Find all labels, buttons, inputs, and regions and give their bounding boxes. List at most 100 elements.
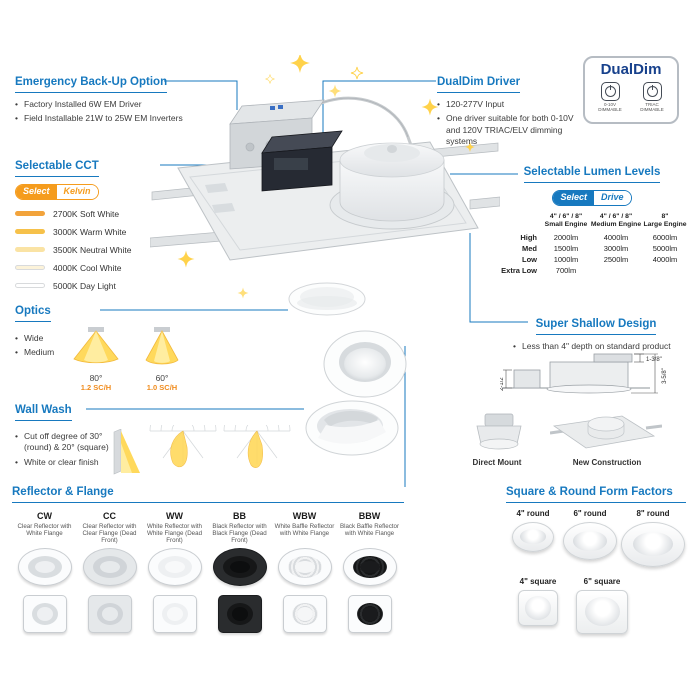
reflector-code: WW <box>166 510 183 521</box>
cct-item: 3500K Neutral White <box>15 245 195 255</box>
reflector-code: WBW <box>292 510 317 521</box>
row-label: Extra Low <box>501 265 537 275</box>
cct-label: 4000K Cool White <box>53 262 122 273</box>
photometric-plot-round <box>149 424 217 467</box>
dualdim-bullets: 120-277V Input One driver suitable for b… <box>437 99 585 148</box>
wall-wash-wedge-icon <box>113 428 140 475</box>
reflector-code: CW <box>37 510 52 521</box>
column-header: 4" / 6" / 8"Small Engine <box>544 212 588 229</box>
reflector-desc: Black Baffle Reflector with White Flange <box>339 522 400 537</box>
dualdim-logo: DualDim 0-10V DIMMABLE TRIAC DIMMABLE <box>583 56 679 124</box>
reflector-option-bbw: BBW Black Baffle Reflector with White Fl… <box>337 507 402 633</box>
round-reflector-image <box>82 547 137 586</box>
cct-swatch <box>15 283 45 289</box>
lumen-value: 5000lm <box>652 243 678 253</box>
section-title-dualdim-driver: DualDim Driver <box>437 76 521 93</box>
bullet-item: One driver suitable for both 0-10V and 1… <box>437 113 585 147</box>
form-factor-8-round: 8" round <box>620 509 686 567</box>
section-title-cct: Selectable CCT <box>15 160 99 177</box>
photometric-plot-square <box>223 424 291 468</box>
form-factor-4-square: 4" square <box>506 577 570 626</box>
cct-item: 2700K Soft White <box>15 209 195 219</box>
bullet-item: 120-277V Input <box>437 99 585 111</box>
reflector-option-cw: CW Clear Reflector with White Flange <box>12 507 77 633</box>
column-header: 4" / 6" / 8"Medium Engine <box>590 212 642 229</box>
square-reflector-image <box>87 594 132 633</box>
section-title-lumen: Selectable Lumen Levels <box>523 166 661 183</box>
reflector-desc: White Reflector with White Flange (Dead … <box>146 522 203 545</box>
flat-lens-trim <box>288 282 366 316</box>
direct-mount-label: Direct Mount <box>472 458 522 467</box>
light-engine-can <box>329 142 455 230</box>
bullet-item: Wide <box>15 333 63 345</box>
lumen-value: 6000lm <box>652 232 678 242</box>
optics-bullets: Wide Medium <box>15 333 63 392</box>
round-reflector-image <box>17 547 72 586</box>
dial-sublabel: DIMMABLE <box>640 107 664 113</box>
beam-medium: 60° 1.0 SC/H <box>129 326 195 392</box>
dim-housing-height: 2-1/2" <box>500 375 505 391</box>
badge-drive: Drive <box>594 190 631 205</box>
select-drive-badge: Select Drive <box>552 189 632 206</box>
dim-total-height: 3-5/8" <box>662 368 668 384</box>
cct-label: 3000K Warm White <box>53 226 127 237</box>
reflector-code: BBW <box>358 510 381 521</box>
square-reflector-image <box>282 594 327 633</box>
section-shallow: Super Shallow Design Less than 4" depth … <box>505 314 687 355</box>
beam-60-icon <box>145 326 179 364</box>
reflector-desc: Clear Reflector with White Flange <box>17 522 72 537</box>
lumen-value: 2500lm <box>603 254 629 264</box>
form-factor-4-round: 4" round <box>506 509 560 552</box>
form-factor-6-round: 6" round <box>560 509 620 560</box>
section-dualdim-driver: DualDim Driver 120-277V Input One driver… <box>437 72 585 151</box>
beam-spacing: 1.2 SC/H <box>80 382 112 392</box>
lumen-value: 4000lm <box>652 254 678 264</box>
lumen-value: 700lm <box>555 265 577 275</box>
row-label: High <box>520 232 537 242</box>
cct-swatch <box>15 247 45 253</box>
lumen-value: 3000lm <box>603 243 629 253</box>
section-title-reflector: Reflector & Flange <box>12 486 404 503</box>
dial-0-10v: 0-10V DIMMABLE <box>594 81 626 114</box>
dimmer-dials: 0-10V DIMMABLE TRIAC DIMMABLE <box>585 81 677 114</box>
cct-label: 2700K Soft White <box>53 208 120 219</box>
lumen-value: 4000lm <box>603 232 629 242</box>
bullet-item: White or clear finish <box>15 457 111 469</box>
lumen-value <box>642 264 688 275</box>
beam-angle: 60° <box>155 372 169 383</box>
round-trim-image <box>621 521 685 567</box>
dimmer-dial-icon <box>642 81 662 101</box>
cct-item: 5000K Day Light <box>15 281 195 291</box>
reflector-option-bb: BB Black Reflector with Black Flange (De… <box>207 507 272 633</box>
reflector-desc: Black Reflector with Black Flange (Dead … <box>212 522 267 545</box>
driver-box <box>261 130 343 192</box>
new-construction-illustration <box>550 415 662 449</box>
square-reflector-image <box>217 594 262 633</box>
round-trim-image <box>512 521 554 552</box>
square-trim-image <box>576 589 628 634</box>
dualdim-logo-name: DualDim <box>600 61 662 78</box>
section-lumen: Selectable Lumen Levels Select Drive 4" … <box>494 162 690 275</box>
trim-illustrations <box>288 282 407 456</box>
beam-spacing: 1.0 SC/H <box>146 382 178 392</box>
section-title-optics: Optics <box>15 305 51 322</box>
reflector-code: BB <box>233 510 246 521</box>
lumen-value <box>590 264 642 275</box>
square-trim-image <box>518 589 558 626</box>
square-reflector-image <box>347 594 392 633</box>
section-reflector: Reflector & Flange CW Clear Reflector wi… <box>12 486 404 633</box>
cct-item: 3000K Warm White <box>15 227 195 237</box>
round-reflector-image <box>147 547 202 586</box>
reflector-option-ww: WW White Reflector with White Flange (De… <box>142 507 207 633</box>
round-reflector-image <box>342 547 397 586</box>
shallow-bullets: Less than 4" depth on standard product <box>513 341 687 353</box>
round-trim-image <box>563 521 617 560</box>
cct-label: 5000K Day Light <box>53 280 116 291</box>
section-cct: Selectable CCT Select Kelvin 2700K Soft … <box>15 156 195 299</box>
beam-80-icon <box>73 326 119 363</box>
emergency-bullets: Factory Installed 6W EM Driver Field Ins… <box>15 99 245 125</box>
cct-item: 4000K Cool White <box>15 263 195 273</box>
beam-wide: 80° 1.2 SC/H <box>63 326 129 392</box>
reflector-code: CC <box>103 510 116 521</box>
